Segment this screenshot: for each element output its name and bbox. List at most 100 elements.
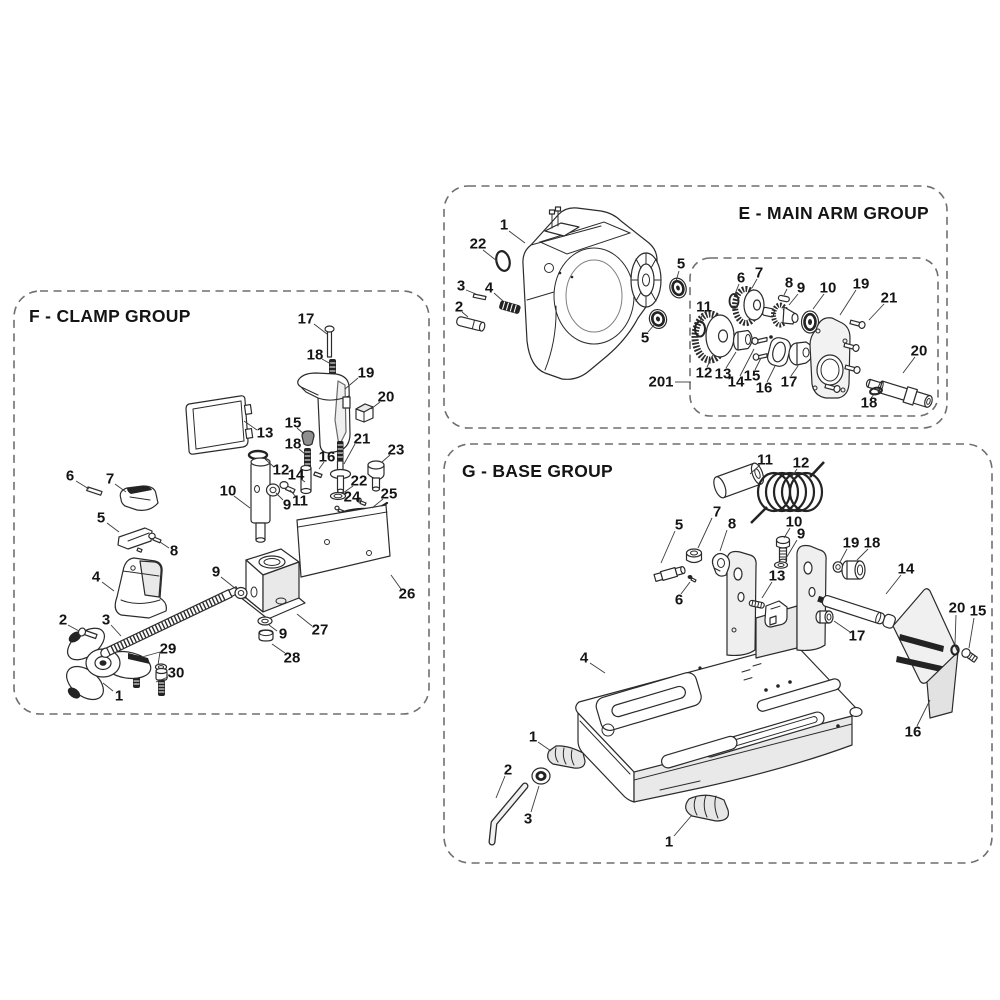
f-part-7-cam-lever — [119, 485, 159, 511]
leader-line-F-13 — [243, 420, 258, 431]
leader-line-E-16 — [766, 365, 776, 383]
leader-line-E-12 — [706, 354, 714, 368]
e-part-16-retainer — [767, 337, 791, 367]
f-part-22-washer — [329, 491, 347, 501]
leader-line-E-7 — [751, 278, 758, 289]
g-part-1-foot-rear — [685, 794, 730, 822]
leader-line-E-19 — [839, 289, 857, 316]
leader-line-E-21 — [868, 303, 885, 321]
f-part-17-bolt — [324, 325, 335, 358]
callout-label-G-16: 16 — [905, 724, 922, 741]
leader-line-F-9 — [268, 624, 278, 632]
leader-line-F-3 — [110, 624, 122, 637]
callout-label-G-19: 19 — [843, 535, 860, 552]
callout-label-G-5: 5 — [675, 517, 683, 534]
callout-label-F-30: 30 — [168, 665, 185, 682]
callout-label-G-2: 2 — [504, 762, 512, 779]
e-part-22-oring — [495, 250, 511, 272]
callout-label-F-23: 23 — [388, 442, 405, 459]
callout-label-E-14: 14 — [728, 374, 745, 391]
g-part-11-roller — [713, 462, 765, 499]
leader-line-F-28 — [271, 643, 286, 654]
leader-line-F-11 — [289, 489, 297, 498]
f-part-4-clamp-body — [114, 557, 167, 619]
callout-label-F-24: 24 — [344, 489, 361, 506]
leader-line-G-15 — [968, 617, 975, 649]
g-part-13-upright-and-pawl — [726, 544, 827, 659]
callout-label-F-5: 5 — [97, 510, 105, 527]
g-part-12-torsion-spring — [750, 461, 825, 524]
leader-line-F-20 — [370, 401, 381, 410]
leader-line-E-20 — [902, 356, 916, 374]
callout-label-F-4: 4 — [92, 569, 101, 586]
leader-line-F-29 — [141, 651, 161, 658]
group-box-F — [13, 290, 430, 715]
e-part-5-bearing-upper — [669, 277, 687, 299]
e-part-14-screws — [751, 336, 768, 361]
callout-label-F-7: 7 — [106, 471, 114, 488]
leader-line-E-1 — [508, 230, 526, 244]
callout-label-G-13: 13 — [769, 568, 786, 585]
callout-label-F-14: 14 — [288, 467, 305, 484]
leader-line-G-1 — [537, 741, 552, 752]
callout-label-F-29: 29 — [160, 641, 177, 658]
callout-label-E-7: 7 — [755, 265, 763, 282]
leader-line-F-21 — [343, 443, 356, 465]
callout-label-F-9: 9 — [283, 497, 291, 514]
callout-label-F-17: 17 — [298, 311, 315, 328]
leader-line-F-23 — [381, 454, 391, 463]
e-part-10-bearing — [800, 310, 820, 334]
g-part-10-bolt — [775, 535, 791, 564]
callout-label-G-15: 15 — [970, 603, 987, 620]
callout-label-E-10: 10 — [820, 280, 837, 297]
leader-line-G-18 — [856, 548, 869, 561]
leader-line-F-17 — [313, 323, 328, 335]
callout-label-F-18: 18 — [285, 436, 302, 453]
f-part-19-handle — [297, 372, 351, 454]
callout-label-E-3: 3 — [457, 278, 465, 295]
callout-label-G-18: 18 — [864, 535, 881, 552]
leader-line-G-10 — [783, 527, 791, 539]
leader-line-G-6 — [680, 581, 691, 595]
callout-label-G-9: 9 — [797, 526, 805, 543]
g-part-3-grommet — [531, 767, 551, 785]
leader-line-G-13 — [761, 581, 773, 599]
e-part-18-washer — [869, 386, 883, 396]
leader-line-F-10 — [233, 495, 251, 509]
leader-line-F-9 — [275, 492, 284, 501]
leader-line-G-4 — [589, 662, 606, 674]
callout-label-E-17: 17 — [781, 374, 798, 391]
leader-line-E-10 — [812, 293, 825, 310]
callout-label-E-22: 22 — [470, 236, 487, 253]
callout-label-E-201: 201 — [648, 374, 673, 391]
e-part-11-washer — [694, 320, 706, 338]
g-part-16-guard — [892, 588, 959, 719]
leader-line-F-22 — [342, 485, 354, 494]
g-part-6-ball — [687, 575, 697, 583]
f-part-15-cap — [301, 430, 315, 447]
leader-line-G-2 — [495, 775, 506, 799]
f-part-3-threaded-rod — [100, 586, 240, 658]
callout-label-E-5: 5 — [641, 330, 649, 347]
g-part-2-hex-wrench — [488, 782, 529, 846]
leader-line-E-15 — [754, 357, 762, 371]
leader-line-G-8 — [719, 529, 728, 552]
f-part-6-pin — [86, 486, 103, 496]
g-part-15-screw — [961, 648, 978, 663]
leader-line-E-3 — [465, 289, 477, 295]
callout-label-G-1: 1 — [665, 834, 673, 851]
callout-label-E-13: 13 — [715, 366, 732, 383]
leader-line-F-27 — [296, 613, 313, 627]
leader-line-F-25 — [371, 498, 384, 509]
callout-label-F-3: 3 — [102, 612, 110, 629]
leader-line-G-1 — [673, 814, 693, 837]
leader-line-E-18 — [870, 392, 876, 399]
leader-line-E-14 — [739, 348, 755, 377]
callout-label-G-6: 6 — [675, 592, 683, 609]
callout-label-G-4: 4 — [580, 650, 589, 667]
leader-line-G-3 — [530, 785, 540, 813]
leader-line-E-5 — [675, 270, 680, 282]
callout-label-F-26: 26 — [399, 586, 416, 603]
